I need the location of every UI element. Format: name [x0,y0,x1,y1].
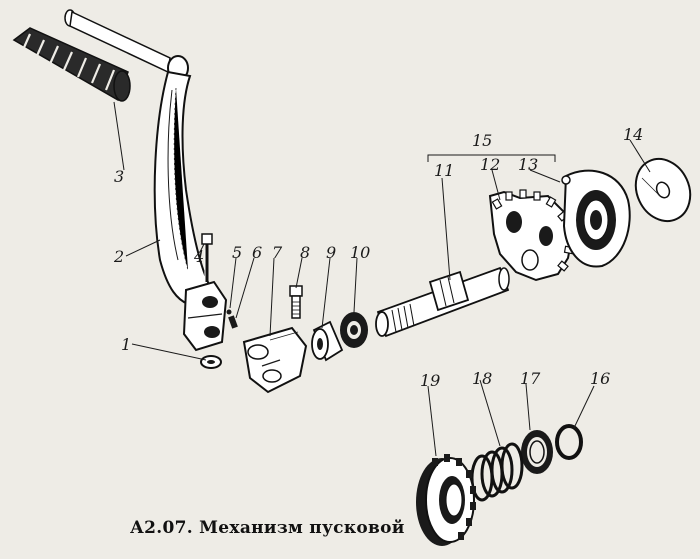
label-2: 2 [113,247,124,266]
label-1: 1 [121,335,131,354]
ratchet-gear [488,189,575,282]
kick-lever [153,70,228,352]
label-7: 7 [272,243,283,262]
washer [200,355,222,369]
pedal-rubber-grip [12,27,131,102]
label-17: 17 [520,369,541,388]
label-12: 12 [480,155,500,174]
intermediate-gear [416,454,476,546]
label-13: 13 [518,155,538,174]
oil-seal [340,312,368,348]
bushing [311,320,344,362]
label-5: 5 [232,243,242,262]
lever-hub [242,326,308,394]
label-8: 8 [300,243,310,262]
coil-spring [470,442,524,502]
figure-caption: А2.07. Механизм пусковой [130,518,405,538]
label-19: 19 [420,371,440,390]
label-6: 6 [252,243,262,262]
label-10: 10 [350,243,370,262]
label-14: 14 [623,125,643,144]
label-11: 11 [434,161,454,180]
leader-lines [113,101,651,457]
label-9: 9 [326,243,336,262]
clamp-bolt [201,233,213,282]
label-18: 18 [472,369,492,388]
small-pins [226,309,238,329]
label-3: 3 [114,167,124,186]
part-labels: 1 2 3 4 5 6 7 8 9 10 11 12 13 14 15 16 1… [113,125,643,390]
label-16: 16 [590,369,610,388]
label-4: 4 [193,247,204,266]
spring-ring [555,424,583,460]
ring-washer [521,430,553,474]
ratchet-housing [561,169,631,268]
thrust-washer [634,157,692,223]
hub-bolt [289,285,303,319]
label-15: 15 [472,131,492,150]
kickstart-shaft [375,266,510,338]
